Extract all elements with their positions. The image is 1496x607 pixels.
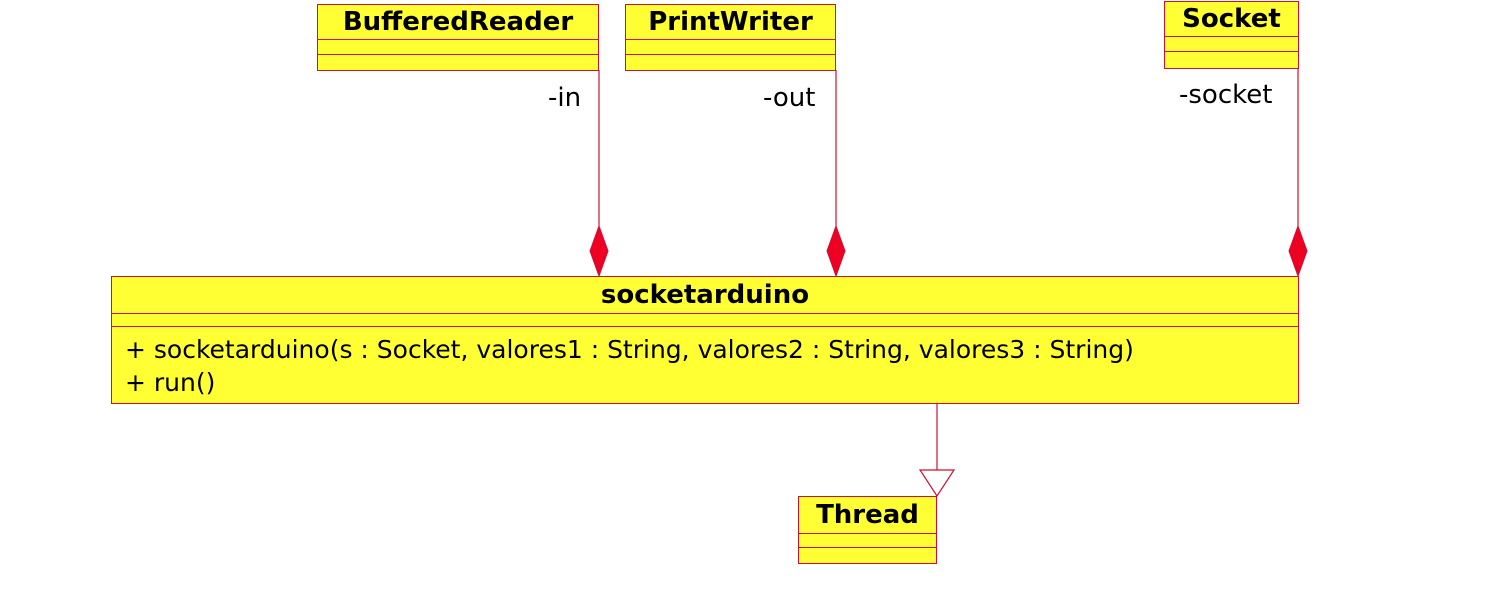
role-label-out: -out <box>763 83 816 113</box>
class-name-thread: Thread <box>816 500 919 530</box>
attributes-compartment <box>626 39 835 54</box>
operations-compartment <box>626 54 835 70</box>
operations-compartment <box>799 547 936 563</box>
class-thread[interactable]: Thread <box>798 496 937 564</box>
role-label-in: -in <box>548 83 582 113</box>
attributes-compartment <box>112 313 1298 326</box>
class-socketarduino[interactable]: socketarduino + socketarduino(s : Socket… <box>111 276 1299 404</box>
generalization-arrowhead <box>918 469 956 498</box>
attributes-compartment <box>318 39 598 54</box>
operation-constructor: + socketarduino(s : Socket, valores1 : S… <box>125 335 1134 364</box>
composition-diamond-out <box>826 224 846 278</box>
class-name-socketarduino: socketarduino <box>600 280 810 310</box>
attributes-compartment <box>1165 36 1298 51</box>
class-name-socket: Socket <box>1182 4 1281 34</box>
operations-compartment <box>1165 51 1298 68</box>
class-name-printwriter: PrintWriter <box>648 7 813 37</box>
composition-diamond-in <box>589 224 609 278</box>
class-name-bufferedreader: BufferedReader <box>342 7 574 37</box>
operations-compartment: + socketarduino(s : Socket, valores1 : S… <box>112 326 1298 399</box>
attributes-compartment <box>799 533 936 547</box>
class-bufferedreader[interactable]: BufferedReader <box>317 4 599 71</box>
operations-compartment <box>318 54 598 70</box>
composition-diamond-socket <box>1288 224 1308 278</box>
class-socket[interactable]: Socket <box>1164 1 1299 69</box>
role-label-socket: -socket <box>1179 80 1273 110</box>
operation-run: + run() <box>125 368 216 397</box>
class-printwriter[interactable]: PrintWriter <box>625 4 836 71</box>
